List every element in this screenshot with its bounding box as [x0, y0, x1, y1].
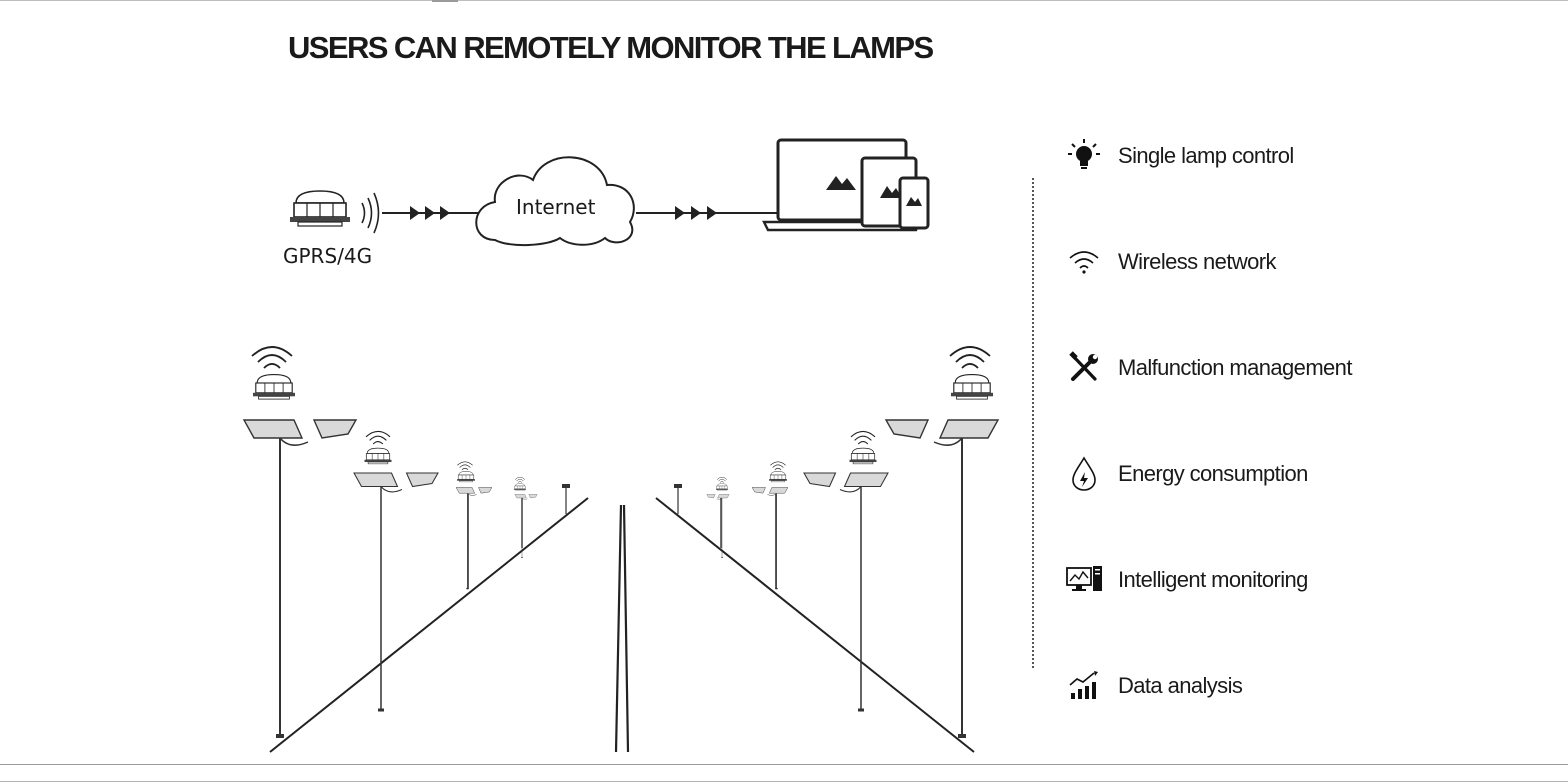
road [269, 497, 975, 753]
feature-item-wireless-network: Wireless network [1062, 242, 1542, 282]
street-lamps-left [243, 346, 570, 739]
devices-icon [762, 138, 930, 232]
feature-label: Single lamp control [1118, 143, 1294, 168]
dotted-divider [1032, 178, 1034, 668]
arrow-link-right [636, 206, 778, 220]
feature-item-data-analysis: Data analysis [1062, 666, 1542, 706]
feature-label: Intelligent monitoring [1118, 567, 1308, 592]
feature-item-malfunction-management: Malfunction management [1062, 348, 1542, 388]
page-title: USERS CAN REMOTELY MONITOR THE LAMPS [288, 30, 934, 65]
arrow-link-left [382, 206, 480, 220]
bottom-rule-secondary [0, 781, 1568, 782]
feature-list: Single lamp control Wireless network Mal… [1062, 130, 1542, 730]
bar-chart-icon [1062, 666, 1106, 706]
device-label: GPRS/4G [283, 244, 372, 268]
bulb-icon [1062, 136, 1106, 176]
bottom-rule [0, 764, 1568, 765]
feature-item-single-lamp-control: Single lamp control [1062, 136, 1542, 176]
monitor-computer-icon [1062, 560, 1106, 600]
gprs-device [289, 190, 380, 234]
tools-icon [1062, 348, 1106, 388]
feature-label: Energy consumption [1118, 461, 1308, 486]
feature-label: Wireless network [1118, 249, 1276, 274]
feature-item-intelligent-monitoring: Intelligent monitoring [1062, 560, 1542, 600]
feature-label: Malfunction management [1118, 355, 1352, 380]
wifi-icon [1062, 242, 1106, 282]
street-lamps-right [674, 346, 999, 739]
top-rule [0, 0, 1568, 1]
feature-label: Data analysis [1118, 673, 1243, 698]
cloud-label: Internet [516, 195, 596, 219]
energy-drop-icon [1062, 454, 1106, 494]
top-mark [432, 0, 458, 2]
cloud-icon [475, 156, 635, 247]
feature-item-energy-consumption: Energy consumption [1062, 454, 1542, 494]
